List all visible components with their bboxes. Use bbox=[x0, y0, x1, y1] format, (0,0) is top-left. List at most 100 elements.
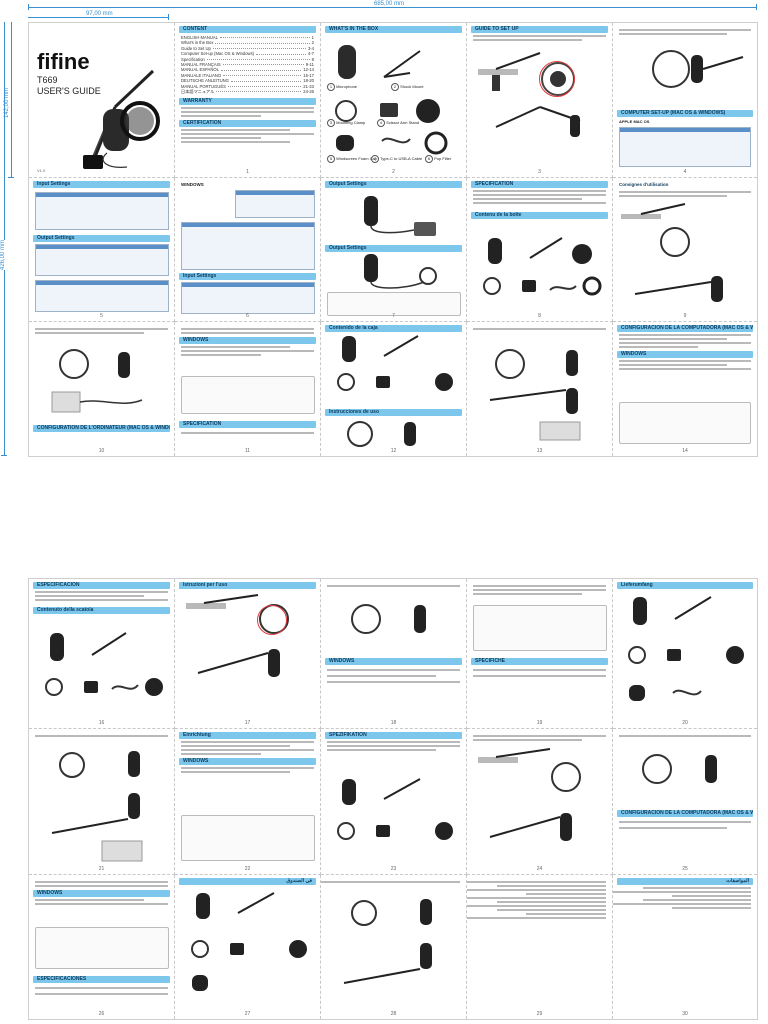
toc-entry-page: 9-11 bbox=[305, 62, 314, 68]
it-config-illustration bbox=[351, 604, 426, 634]
item-name: Scissor Arm Stand bbox=[386, 120, 420, 125]
config-pt-heading: CONFIGURACIÓN DE LA COMPUTADORA (MAC OS … bbox=[617, 810, 753, 817]
dimension-tick bbox=[8, 177, 14, 178]
box-item-label: 6 Pop Filter bbox=[425, 155, 451, 163]
it-config-panel: WINDOWS 18 bbox=[321, 579, 467, 729]
text-line bbox=[181, 141, 290, 144]
text-line bbox=[467, 897, 606, 899]
toc-leader-dots bbox=[227, 84, 302, 88]
text-line bbox=[181, 354, 261, 356]
page-number: 1 bbox=[246, 169, 249, 175]
especificacion-panel: ESPECIFICACIÓN Contenuto della scatola 1… bbox=[29, 579, 175, 729]
toc-entry-page: 12-14 bbox=[303, 67, 314, 73]
toc-entry-label: 日本語マニュアル bbox=[181, 89, 215, 95]
windows-es-heading: WINDOWS bbox=[617, 351, 753, 358]
toc-entry-page: 2 bbox=[311, 40, 314, 46]
page-number: 26 bbox=[98, 1011, 105, 1017]
specification-panel: SPECIFICATION Contenu de la boîte 8 bbox=[467, 178, 613, 322]
istruzioni-illustration bbox=[186, 594, 289, 677]
toc-entry-page: 21-23 bbox=[303, 83, 314, 89]
toc-entry-label: MANUAL ESPAÑOL bbox=[181, 67, 219, 73]
window-titlebar bbox=[36, 193, 168, 197]
contents-heading: CONTENT bbox=[179, 26, 316, 33]
page-number: 12 bbox=[390, 448, 397, 454]
especificaciones-heading: ESPECIFICACIONES bbox=[33, 976, 170, 983]
pt-instructions-panel: 24 bbox=[467, 729, 613, 875]
output-settings-panel: Output Settings Output Settings 7 bbox=[321, 178, 467, 322]
toc-entry[interactable]: MANUAL PORTUGUÊS 21-23 bbox=[181, 84, 314, 89]
toc-entry[interactable]: Computer Set-up (Mac OS & Windows)4-7 bbox=[181, 51, 314, 56]
text-line bbox=[619, 334, 751, 336]
text-line bbox=[181, 346, 290, 348]
text-line bbox=[473, 739, 582, 741]
box-item-label: 1 Microphone bbox=[327, 83, 357, 91]
page-number: 5 bbox=[100, 313, 103, 319]
output-headphones-heading: Output Settings bbox=[325, 245, 462, 252]
page-number: 7 bbox=[392, 313, 395, 319]
windows-fr-heading: WINDOWS bbox=[179, 337, 316, 344]
text-line bbox=[619, 346, 699, 348]
especificacion-heading: ESPECIFICACIÓN bbox=[33, 582, 170, 589]
text-line bbox=[473, 202, 606, 204]
windows-pt-heading: WINDOWS bbox=[33, 890, 170, 897]
specifiche-panel: SPECIFICHE 19 bbox=[467, 579, 613, 729]
ar-spec-heading: المواصفات bbox=[617, 878, 753, 885]
specification-heading: SPECIFICATION bbox=[471, 181, 608, 188]
box-contents-illustration-ar bbox=[191, 892, 307, 991]
toc-entry-label: MANUAL PORTUGUÊS bbox=[181, 83, 226, 89]
manual-sheet-1: fifine T669 USER'S GUIDE V1.0 CONTENT EN… bbox=[28, 22, 758, 457]
de-config-panel: Einrichtung WINDOWS 22 bbox=[175, 729, 321, 875]
text-line bbox=[35, 993, 168, 995]
box-item-label: 7 Type-C to USB-A Cable bbox=[371, 155, 422, 163]
istruzioni-panel: Istruzioni per l'uso 17 bbox=[175, 579, 321, 729]
dimension-tick bbox=[168, 14, 169, 20]
toc-entry-label: MANUALE ITALIANO bbox=[181, 72, 222, 78]
page-number: 18 bbox=[390, 720, 397, 726]
toc-entry[interactable]: MANUAL ESPAÑOL 12-14 bbox=[181, 67, 314, 72]
text-line bbox=[473, 198, 582, 200]
page-number: 2 bbox=[392, 169, 395, 175]
text-line bbox=[321, 881, 460, 883]
text-line bbox=[473, 190, 606, 192]
page-number: 22 bbox=[244, 866, 251, 872]
toc-entry-label: Specification bbox=[181, 56, 205, 62]
settings-screenshot bbox=[619, 127, 751, 167]
windows-de-heading: WINDOWS bbox=[179, 758, 316, 765]
es-config-panel: CONFIGURACIÓN DE LA COMPUTADORA (MAC OS … bbox=[613, 322, 757, 456]
especificaciones-panel: WINDOWS ESPECIFICACIONES 26 bbox=[29, 875, 175, 1019]
text-line bbox=[181, 129, 290, 132]
window-titlebar bbox=[36, 245, 168, 249]
text-line bbox=[619, 29, 751, 31]
highlight-circle bbox=[257, 605, 287, 635]
box-item-label: 2 Shock Mount bbox=[391, 83, 423, 91]
box-contents-illustration-es bbox=[337, 335, 453, 391]
item-number: 3 bbox=[327, 119, 335, 127]
text-line bbox=[327, 681, 460, 683]
guide-title: USER'S GUIDE bbox=[37, 86, 101, 96]
highlight-circle bbox=[539, 61, 575, 97]
warranty-heading: WARRANTY bbox=[179, 98, 316, 106]
certification-heading: CERTIFICATION bbox=[179, 120, 316, 128]
text-line bbox=[181, 753, 261, 755]
item-name: Shock Mount bbox=[400, 84, 424, 89]
page-number: 10 bbox=[98, 448, 105, 454]
text-line bbox=[35, 881, 168, 883]
specifiche-heading: SPECIFICHE bbox=[471, 658, 608, 665]
text-line bbox=[619, 360, 751, 362]
page-number: 17 bbox=[244, 720, 251, 726]
text-line bbox=[619, 368, 751, 370]
text-line bbox=[181, 107, 314, 110]
specification-fr-heading: SPECIFICATION bbox=[179, 421, 316, 428]
input-settings-heading: Input Settings bbox=[179, 273, 316, 280]
pt-config-illustration bbox=[642, 754, 717, 784]
notice-box bbox=[181, 815, 315, 861]
